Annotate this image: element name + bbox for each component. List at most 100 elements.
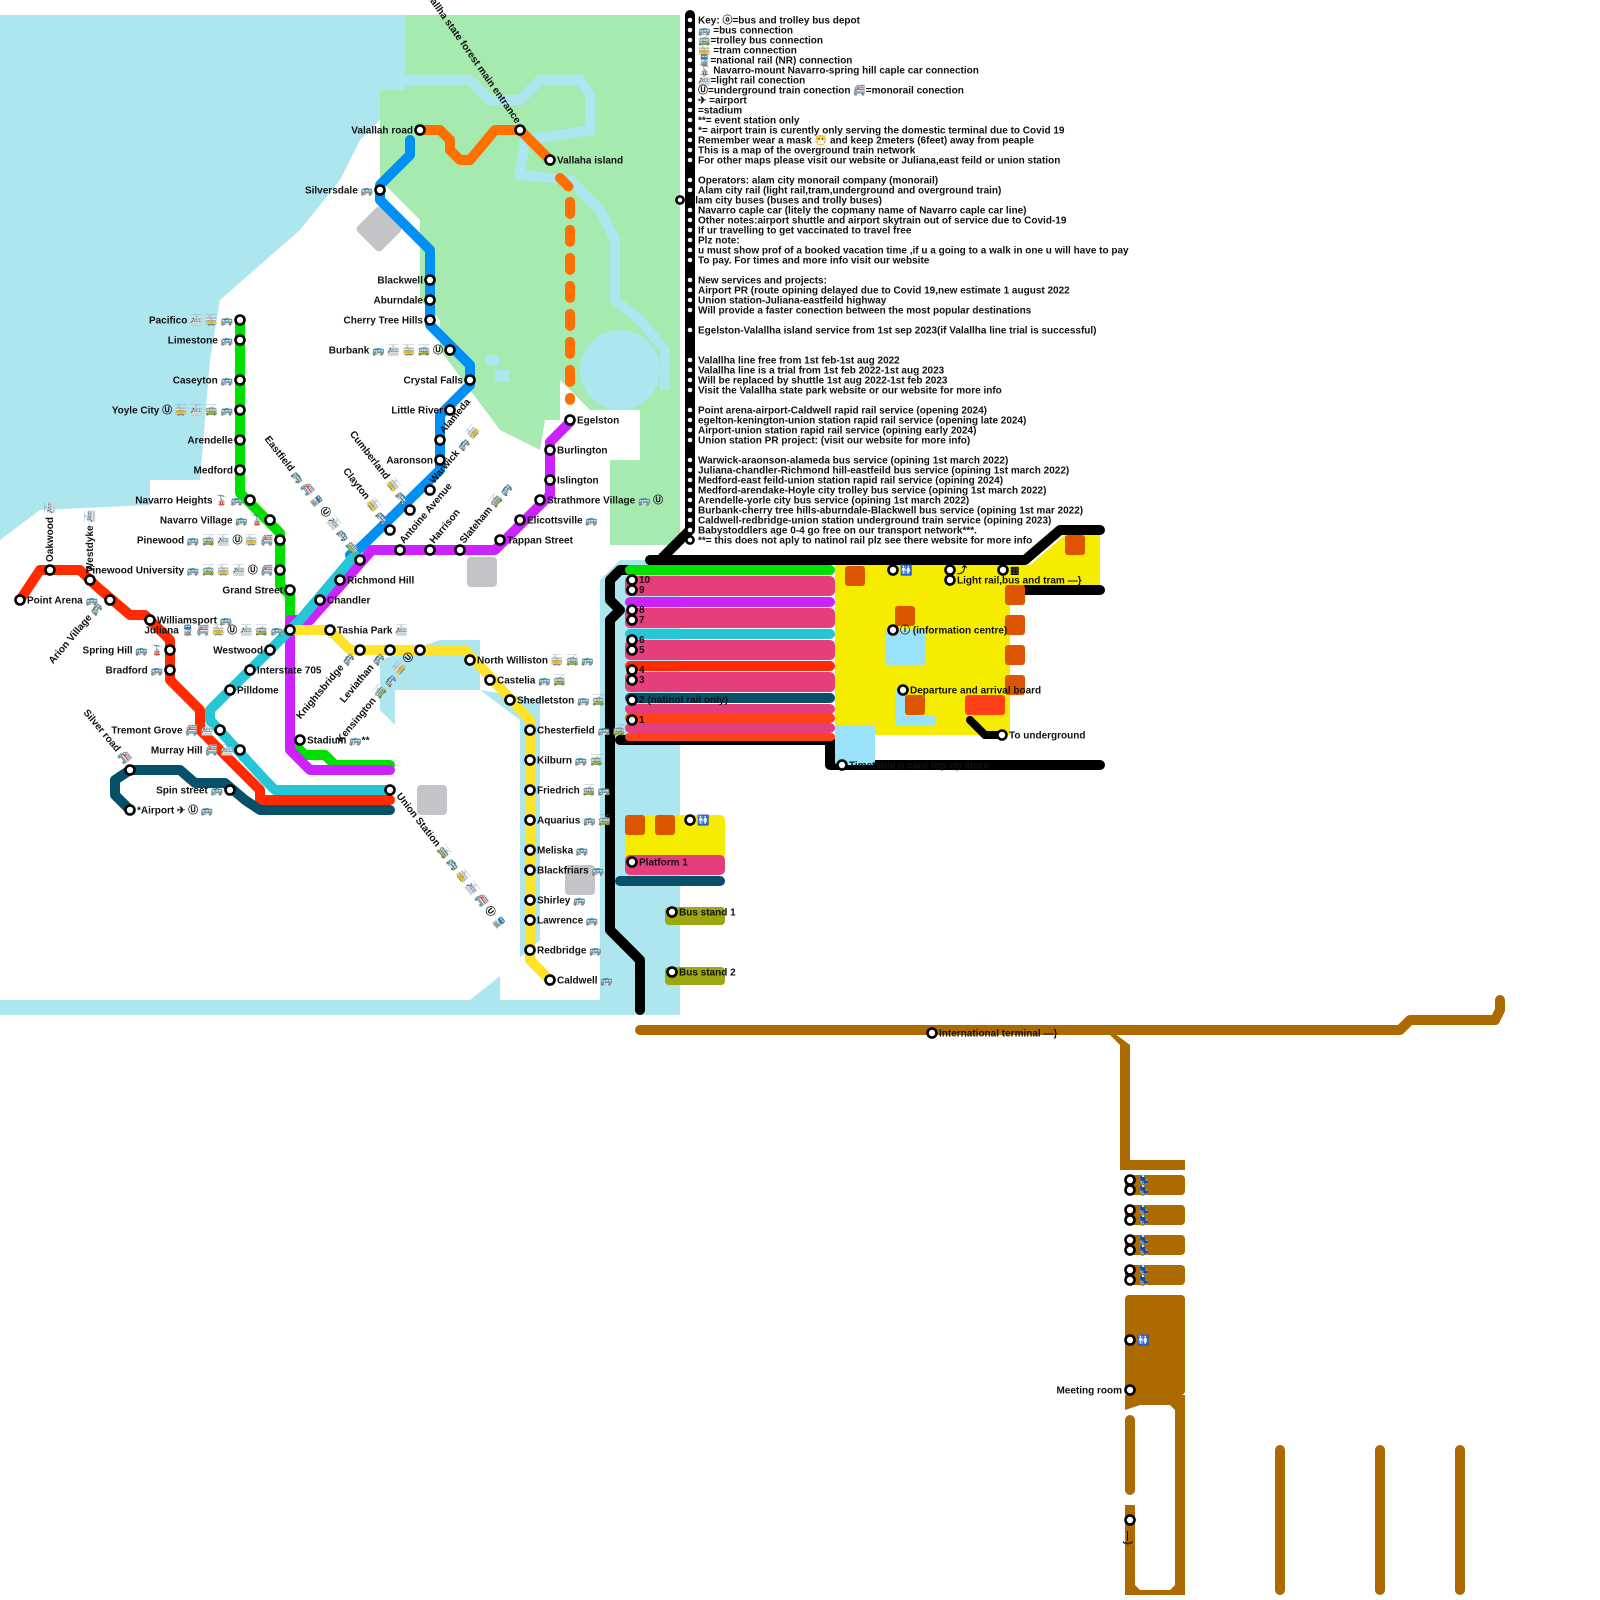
station-label-tremont[interactable]: Tremont Grove 🚝 🚈 (111, 724, 213, 737)
airport-toilets-icon-stop[interactable] (1124, 1334, 1136, 1346)
station-label-navarro_heights[interactable]: Navarro Heights 🚡 🚌 (135, 494, 243, 507)
station-lawrence[interactable] (524, 914, 536, 926)
station-eastfield[interactable] (354, 554, 366, 566)
station-label-vallaha_island[interactable]: Vallaha island (557, 156, 623, 167)
station-label-little_river[interactable]: Little River (391, 406, 443, 417)
lift-icon-stop[interactable] (997, 564, 1009, 576)
station-murray[interactable] (234, 744, 246, 756)
station-label-richmond[interactable]: Richmond Hill (347, 576, 414, 587)
gate-stop-a[interactable] (1124, 1264, 1136, 1276)
bus-stand-1[interactable]: Bus stand 1 (679, 908, 736, 919)
station-knightsbridge[interactable] (354, 644, 366, 656)
station-label-islington[interactable]: Islington (557, 476, 599, 487)
station-oakwood[interactable] (44, 564, 56, 576)
station-tashia[interactable] (324, 624, 336, 636)
station-shedletston[interactable] (504, 694, 516, 706)
platform-5-stop[interactable] (626, 644, 638, 656)
station-label-chesterfield[interactable]: Chesterfield 🚌 🚎 (537, 724, 625, 737)
departure-board[interactable]: Departure and arrival board (910, 686, 1041, 697)
bus-stand-2[interactable]: Bus stand 2 (679, 968, 736, 979)
to-underground[interactable]: To underground (1009, 731, 1085, 742)
platform-4-stop[interactable] (626, 634, 638, 646)
station-williamsport[interactable] (144, 614, 156, 626)
station-union[interactable] (384, 784, 396, 796)
station-richmond[interactable] (334, 574, 346, 586)
station-label-pilldome[interactable]: Pilldome (237, 686, 279, 697)
station-label-aburndale[interactable]: Aburndale (374, 296, 424, 307)
station-label-valallah_road[interactable]: Valallah road (351, 126, 413, 137)
to-underground-stop[interactable] (996, 729, 1008, 741)
station-westdyke[interactable] (84, 574, 96, 586)
platform-1-stop[interactable] (626, 856, 638, 868)
station-label-stadium[interactable]: Stadium 🚌** (307, 736, 370, 747)
station-label-pinewood_uni[interactable]: Pinewood University 🚌 🚎 🚋 🚈 Ⓤ 🚝 (86, 564, 273, 577)
station-label-egelston[interactable]: Egelston (577, 416, 619, 427)
station-kilburn[interactable] (524, 754, 536, 766)
station-elicottsville[interactable] (514, 514, 526, 526)
platform-0-stop[interactable] (626, 574, 638, 586)
station-label-strathmore[interactable]: Strathmore Village 🚌 Ⓤ (547, 494, 663, 507)
station-harrison[interactable] (424, 544, 436, 556)
station-label-pacifico[interactable]: Pacifico 🚈 🚋 🚌 (149, 314, 234, 327)
station-limestone[interactable] (234, 334, 246, 346)
station-vallaha_island[interactable] (544, 154, 556, 166)
meeting-room[interactable]: Meeting room (1056, 1386, 1122, 1397)
station-label-westdyke[interactable]: Westdyke 🚈 (83, 510, 96, 572)
station-aburndale[interactable] (424, 294, 436, 306)
station-juliana[interactable] (284, 624, 296, 636)
airport-toilets-icon[interactable]: 🚻 (1137, 1334, 1149, 1347)
station-label-kilburn[interactable]: Kilburn 🚌 🚎 (537, 754, 602, 767)
station-label-oakwood[interactable]: Oakwood 🚈 (43, 502, 56, 562)
platform-1-stop[interactable] (626, 584, 638, 596)
station-strathmore[interactable] (534, 494, 546, 506)
gate-stop-a[interactable] (1124, 1204, 1136, 1216)
station-kensington[interactable] (414, 644, 426, 656)
station-label-caldwell[interactable]: Caldwell 🚌 (557, 976, 613, 987)
meeting-room-stop[interactable] (1124, 1384, 1136, 1396)
station-label-yoyle[interactable]: Yoyle City Ⓤ 🚋 🚈 🚎 🚌 (112, 404, 234, 417)
station-interstate[interactable] (244, 664, 256, 676)
station-leviathan[interactable] (384, 644, 396, 656)
station-label-meliska[interactable]: Meliska 🚌 (537, 846, 589, 857)
station-label-pinewood[interactable]: Pinewood 🚌 🚎 🚈 Ⓤ 🚋 🚝 (137, 534, 273, 547)
station-burlington[interactable] (544, 444, 556, 456)
station-blackwell[interactable] (424, 274, 436, 286)
station-label-interstate[interactable]: Interstate 705 (257, 666, 322, 677)
station-label-tashia[interactable]: Tashia Park 🚈 (337, 624, 408, 637)
station-castelia[interactable] (484, 674, 496, 686)
international-terminal-stop[interactable] (926, 1027, 938, 1039)
station-medford[interactable] (234, 464, 246, 476)
station-label-medford[interactable]: Medford (194, 466, 233, 477)
airport-exit-stop[interactable] (1124, 1514, 1136, 1526)
platform-3-stop[interactable] (626, 614, 638, 626)
station-pinewood_uni[interactable] (274, 564, 286, 576)
station-chandler[interactable] (314, 594, 326, 606)
station-valallah_road[interactable] (414, 124, 426, 136)
station-burbank[interactable] (444, 344, 456, 356)
toilets-icon-stop[interactable] (887, 564, 899, 576)
international-terminal[interactable]: International terminal —} (939, 1029, 1057, 1040)
station-label-navarro_village[interactable]: Navarro Village 🚌 🚡 (160, 514, 263, 527)
station-label-blackwell[interactable]: Blackwell (377, 276, 423, 287)
station-label-redbridge[interactable]: Redbridge 🚌 (537, 946, 602, 957)
station-label-cherry[interactable]: Cherry Tree Hills (344, 316, 424, 327)
station-label-chandler[interactable]: Chandler (327, 596, 370, 607)
station-arendelle[interactable] (234, 434, 246, 446)
gate-stop-b[interactable] (1124, 1184, 1136, 1196)
station-label-juliana[interactable]: Juliana 🚆 🚝 🚋 Ⓤ 🚈 🚎 🚌 (144, 624, 283, 637)
station-stadium[interactable] (294, 734, 306, 746)
station-forest_entrance[interactable] (514, 124, 526, 136)
info-centre[interactable]: ⓘ (information centre) (900, 624, 1007, 637)
station-label-burlington[interactable]: Burlington (557, 446, 608, 457)
exit-icon[interactable]: ⤴ (957, 564, 968, 577)
platform-1[interactable]: Platform 1 (639, 858, 688, 869)
station-label-blackfriars[interactable]: Blackfriars 🚌 (537, 866, 604, 877)
station-airport[interactable] (124, 804, 136, 816)
station-pilldome[interactable] (224, 684, 236, 696)
light-rail-exit-stop[interactable] (944, 574, 956, 586)
station-antoine[interactable] (394, 544, 406, 556)
station-label-spring_hill[interactable]: Spring Hill 🚌 🚡 (83, 644, 163, 657)
station-label-crystal[interactable]: Crystal Falls (404, 376, 464, 387)
station-label-limestone[interactable]: Limestone 🚌 (168, 336, 234, 347)
station-clayton[interactable] (384, 524, 396, 536)
